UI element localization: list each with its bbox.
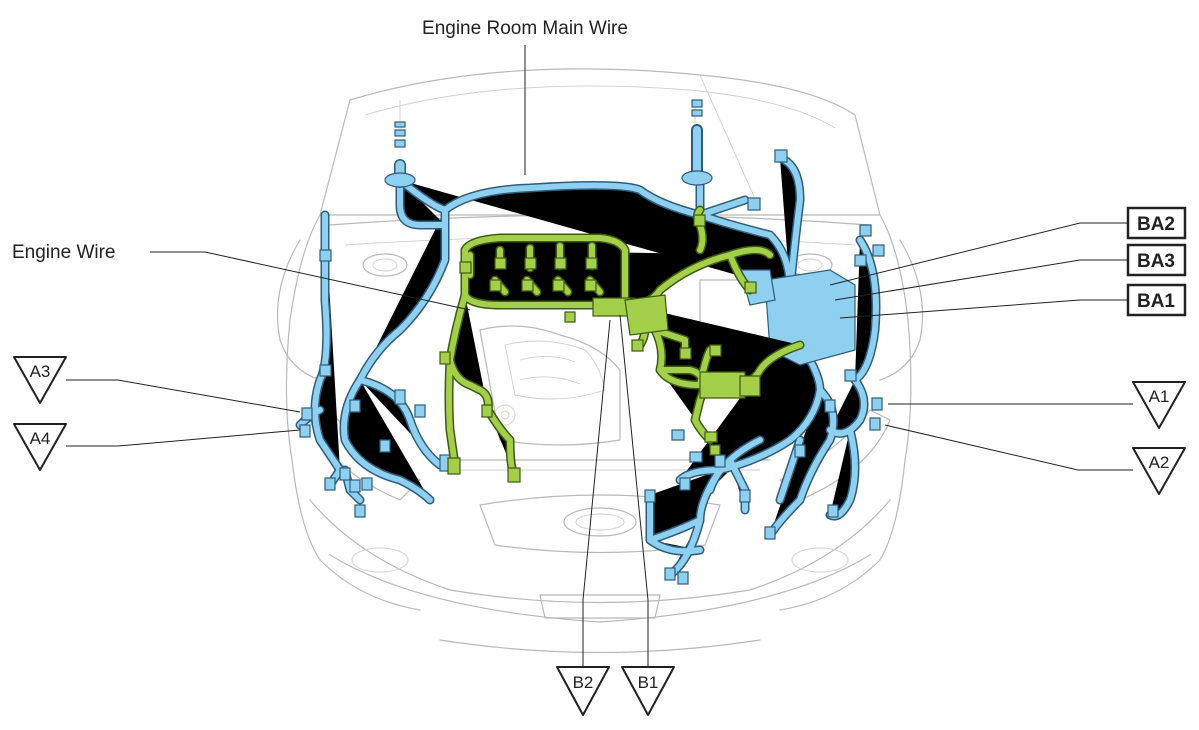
engine-wire-label: Engine Wire bbox=[12, 242, 116, 263]
engine-wire-harness bbox=[439, 210, 800, 483]
svg-text:A4: A4 bbox=[30, 429, 51, 448]
svg-text:B1: B1 bbox=[638, 673, 659, 692]
svg-text:A1: A1 bbox=[1149, 387, 1170, 406]
connector-b1-callout: B1 bbox=[619, 314, 675, 716]
svg-text:A2: A2 bbox=[1149, 453, 1170, 472]
svg-text:B2: B2 bbox=[573, 673, 594, 692]
svg-text:A3: A3 bbox=[30, 362, 51, 381]
connector-ba2-callout: BA2 bbox=[829, 206, 1187, 286]
connector-ba3-callout: BA3 bbox=[834, 243, 1187, 301]
connector-b2-callout: B2 bbox=[556, 319, 611, 716]
callouts: Engine Room Main Wire Engine Wire BA2 BA… bbox=[12, 18, 1187, 716]
svg-text:BA3: BA3 bbox=[1137, 251, 1175, 272]
connector-a3-callout: A3 bbox=[13, 356, 301, 413]
connector-a4-callout: A4 bbox=[13, 423, 301, 471]
connector-a1-callout: A1 bbox=[888, 381, 1186, 429]
engine-room-main-wire-label: Engine Room Main Wire bbox=[422, 18, 628, 39]
connector-ba1-callout: BA1 bbox=[839, 283, 1187, 319]
svg-text:BA2: BA2 bbox=[1137, 214, 1175, 235]
svg-text:BA1: BA1 bbox=[1137, 291, 1175, 312]
connector-a2-callout: A2 bbox=[884, 424, 1186, 495]
